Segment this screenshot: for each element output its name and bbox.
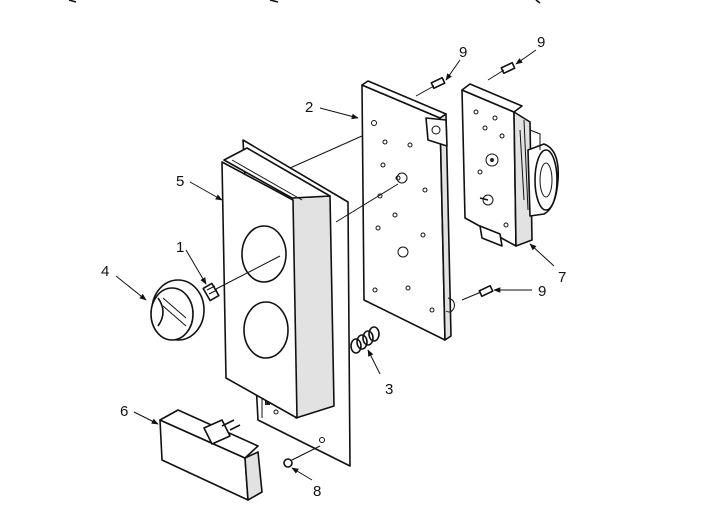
callout-2: 2 bbox=[305, 99, 313, 116]
part-6-push-button bbox=[159, 409, 263, 501]
callout-3: 3 bbox=[385, 381, 393, 398]
part-2-mounting-plate bbox=[361, 80, 455, 341]
callout-labels: 2 5 1 4 3 6 7 8 9 9 9 bbox=[101, 34, 566, 500]
part-4-knob bbox=[150, 279, 205, 341]
callout-9-top-right: 9 bbox=[537, 34, 545, 51]
cropped-top-marks bbox=[68, 0, 541, 4]
part-3-spring bbox=[350, 326, 380, 354]
callout-7: 7 bbox=[558, 269, 566, 286]
part-5-control-housing bbox=[213, 135, 399, 467]
callout-1: 1 bbox=[176, 239, 184, 256]
callout-9-top-left: 9 bbox=[459, 44, 467, 61]
callout-4: 4 bbox=[101, 263, 109, 280]
callout-9-right: 9 bbox=[538, 283, 546, 300]
part-9-screws bbox=[415, 61, 516, 301]
callout-8: 8 bbox=[313, 483, 321, 500]
callout-5: 5 bbox=[176, 173, 184, 190]
part-1-set-screw bbox=[202, 282, 220, 302]
callout-leaders bbox=[115, 49, 555, 481]
callout-6: 6 bbox=[120, 403, 128, 420]
part-8-screw bbox=[283, 445, 321, 468]
part-7-timer-assembly bbox=[461, 83, 560, 247]
